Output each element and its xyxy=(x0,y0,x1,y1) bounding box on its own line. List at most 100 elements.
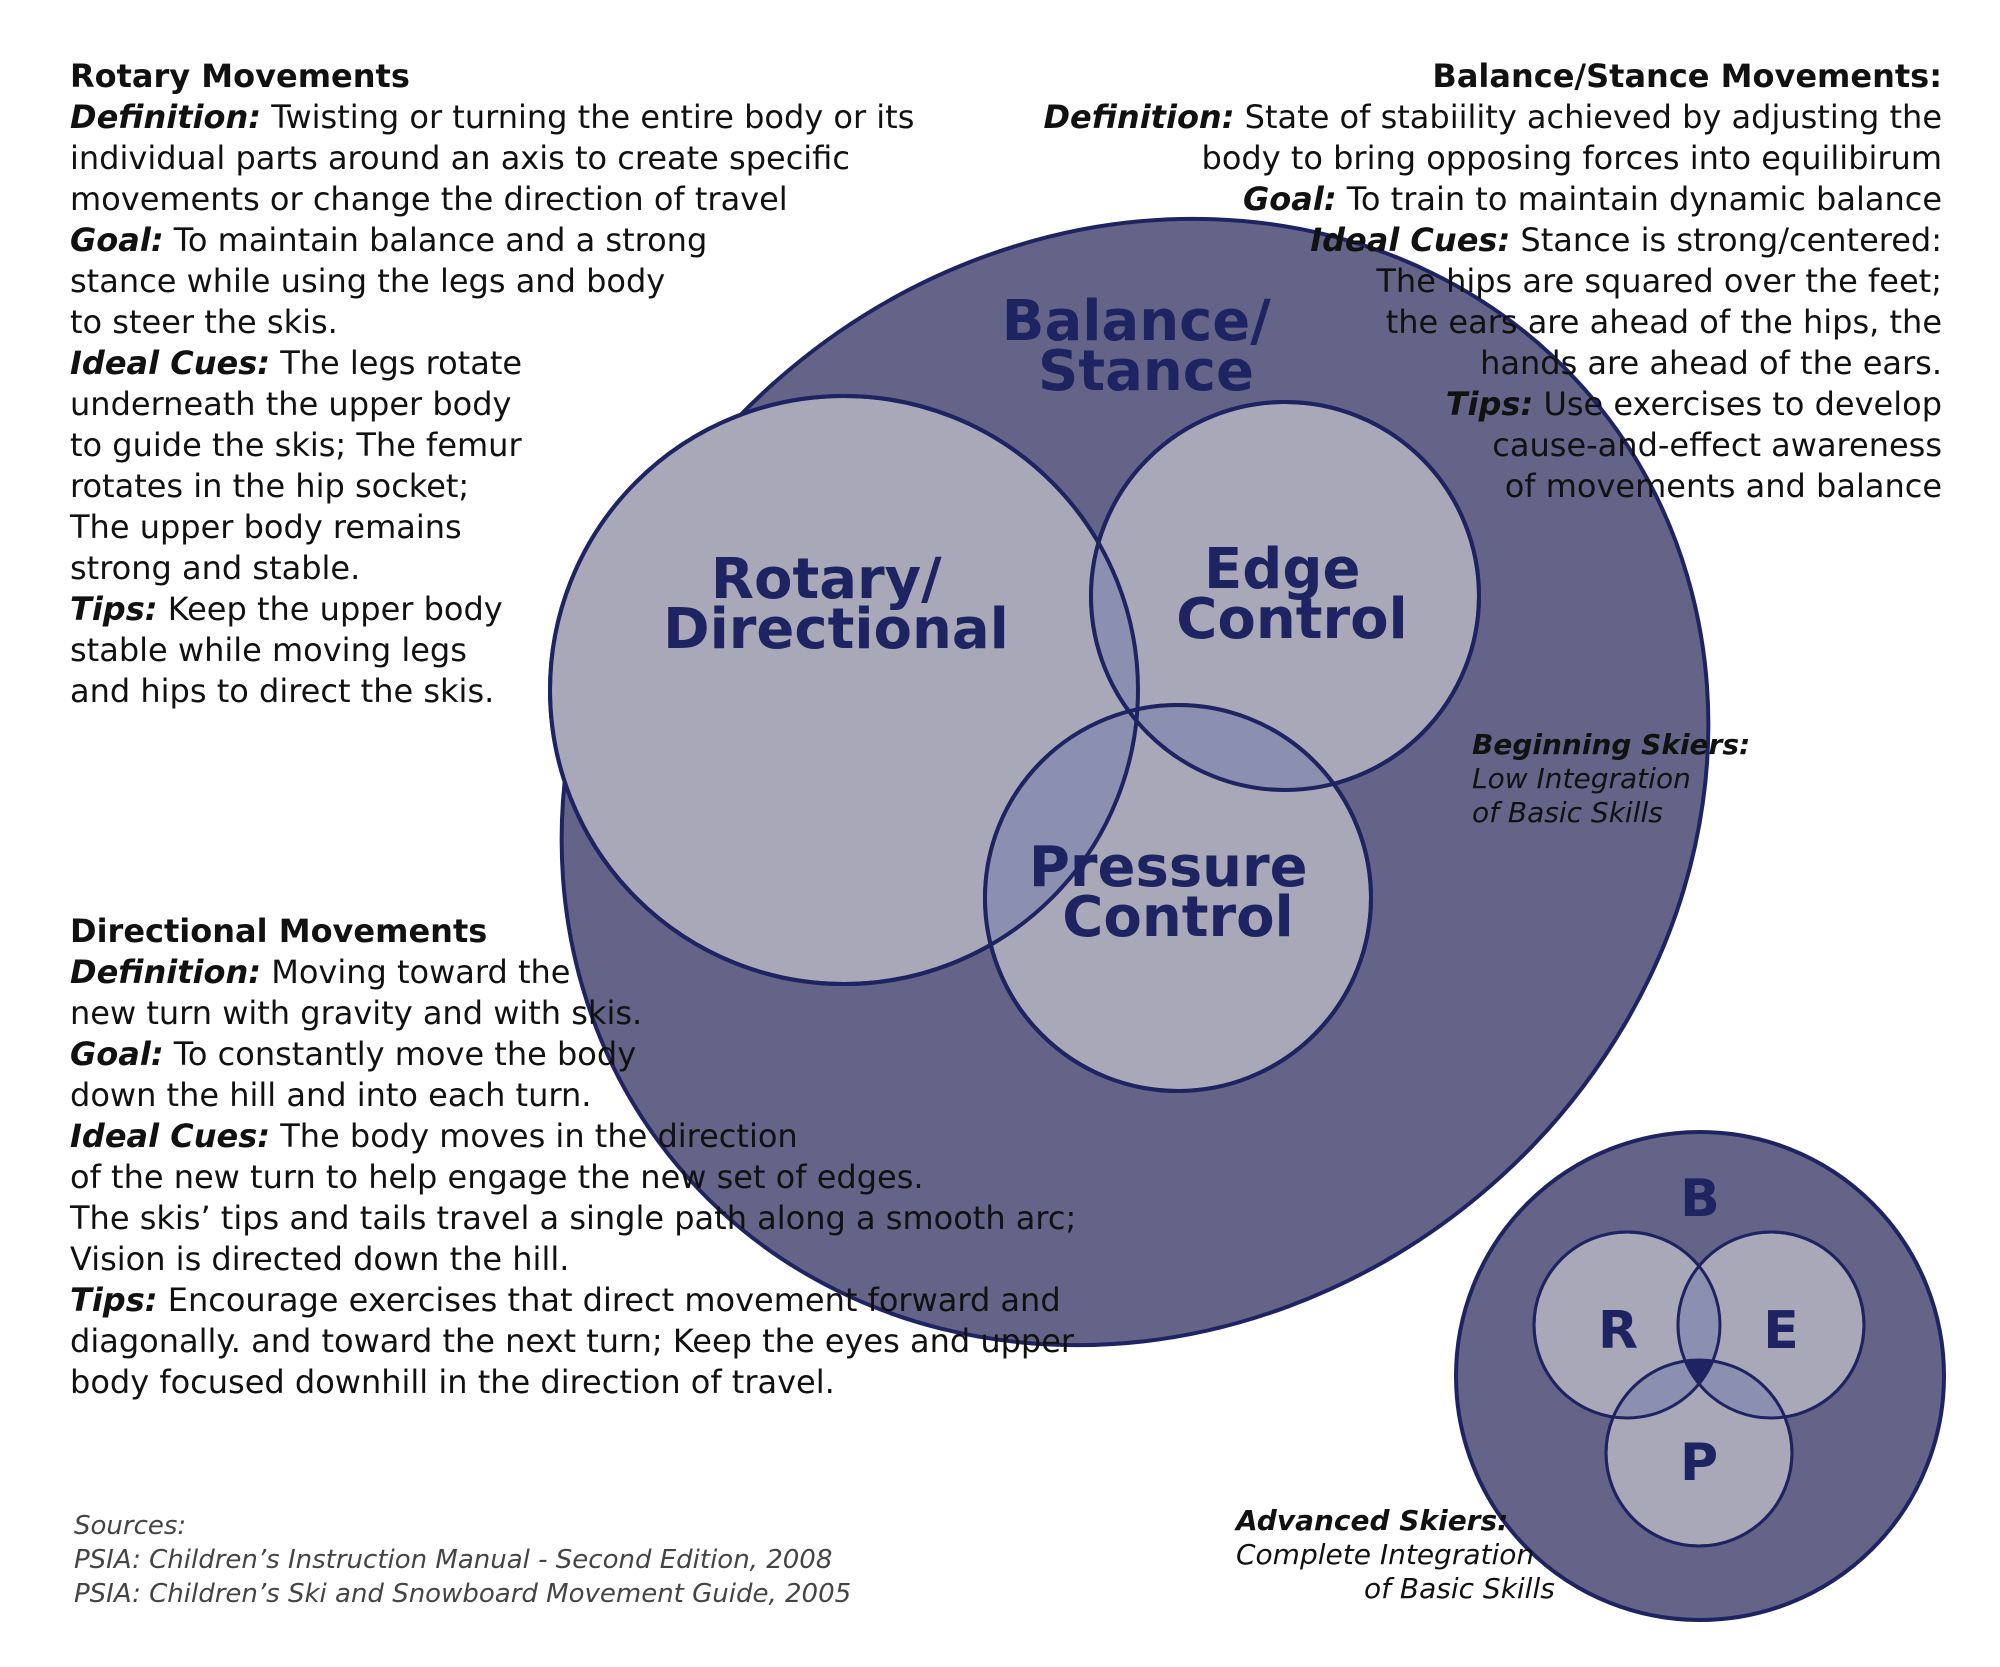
advanced-skiers-line: of Basic Skills xyxy=(1364,1572,1555,1605)
pressure-outline xyxy=(983,703,1373,1093)
body-text: to steer the skis. xyxy=(70,303,338,341)
body-text: Stance is strong/centered: xyxy=(1510,221,1942,259)
text-line: The upper body remains xyxy=(70,507,914,548)
text-line: underneath the upper body xyxy=(70,384,914,425)
sources-heading: Sources: xyxy=(74,1511,187,1541)
small-b-label: B xyxy=(1680,1169,1720,1229)
body-text: to guide the skis; The femur xyxy=(70,426,522,464)
body-text: To train to maintain dynamic balance xyxy=(1336,180,1942,218)
beginning-skiers-title: Beginning Skiers: xyxy=(1472,728,1751,761)
text-line: Vision is directed down the hill. xyxy=(70,1239,1076,1280)
small-rp-overlap xyxy=(1606,1360,1720,1418)
text-line: and hips to direct the skis. xyxy=(70,671,914,712)
text-line: Definition: State of stabiility achieved… xyxy=(1043,97,1942,138)
text-line: Definition: Moving toward the xyxy=(70,952,1076,993)
text-line: cause-and-effect awareness xyxy=(1043,425,1942,466)
body-text: of the new turn to help engage the new s… xyxy=(70,1158,924,1196)
text-line: Goal: To constantly move the body xyxy=(70,1034,1076,1075)
pressure-control-label: Pressure Control xyxy=(1029,835,1327,950)
text-line: down the hill and into each turn. xyxy=(70,1075,1076,1116)
body-text: stable while moving legs xyxy=(70,631,467,669)
keyword: Tips: xyxy=(70,590,158,628)
text-line: diagonally. and toward the next turn; Ke… xyxy=(70,1321,1076,1362)
advanced-skiers-line: Complete Integration xyxy=(1236,1538,1535,1571)
text-line: Goal: To maintain balance and a strong xyxy=(70,220,914,261)
body-text: The legs rotate xyxy=(270,344,523,382)
balance-stance-label: Balance/ Stance xyxy=(1002,289,1290,404)
balance-stance-movements-title: Balance/Stance Movements: xyxy=(1432,57,1942,95)
text-line: to steer the skis. xyxy=(70,302,914,343)
rotary-movements-text: Rotary Movements Definition: Twisting or… xyxy=(70,56,914,712)
rotary-movements-title: Rotary Movements xyxy=(70,57,410,95)
text-line: strong and stable. xyxy=(70,548,914,589)
text-line: The skis’ tips and tails travel a single… xyxy=(70,1198,1076,1239)
small-edge-outline xyxy=(1676,1230,1866,1420)
text-line: Ideal Cues: Stance is strong/centered: xyxy=(1043,220,1942,261)
body-text: body to bring opposing forces into equil… xyxy=(1201,139,1943,177)
body-text: Moving toward the xyxy=(261,953,571,991)
text-line: the ears are ahead of the hips, the xyxy=(1043,302,1942,343)
body-text: the ears are ahead of the hips, the xyxy=(1385,303,1942,341)
edge-control-label: Edge Control xyxy=(1176,537,1408,652)
text-line: movements or change the direction of tra… xyxy=(70,179,914,220)
body-text: Encourage exercises that direct movement… xyxy=(157,1281,1061,1319)
text-line: hands are ahead of the ears. xyxy=(1043,343,1942,384)
balance-stance-movements-text: Balance/Stance Movements: Definition: St… xyxy=(1043,56,1942,507)
text-line: The hips are squared over the feet; xyxy=(1043,261,1942,302)
text-line: to guide the skis; The femur xyxy=(70,425,914,466)
body-text: body focused downhill in the direction o… xyxy=(70,1363,835,1401)
body-text: The body moves in the direction xyxy=(270,1117,798,1155)
body-text: of movements and balance xyxy=(1504,467,1942,505)
keyword: Tips: xyxy=(1445,385,1534,423)
body-text: To maintain balance and a strong xyxy=(163,221,708,259)
body-text: cause-and-effect awareness xyxy=(1492,426,1942,464)
text-line: Tips: Keep the upper body xyxy=(70,589,914,630)
directional-movements-title: Directional Movements xyxy=(70,912,488,950)
body-text: diagonally. and toward the next turn; Ke… xyxy=(70,1322,1075,1360)
body-text: new turn with gravity and with skis. xyxy=(70,994,643,1032)
body-text: Use exercises to develop xyxy=(1533,385,1942,423)
source-item: PSIA: Children’s Instruction Manual - Se… xyxy=(74,1545,833,1575)
text-line: Tips: Encourage exercises that direct mo… xyxy=(70,1280,1076,1321)
beginning-skiers-line: Low Integration xyxy=(1472,762,1691,795)
text-line: of the new turn to help engage the new s… xyxy=(70,1157,1076,1198)
advanced-skiers-caption: Advanced Skiers: Complete Integration of… xyxy=(1236,1504,1555,1606)
text-line: stance while using the legs and body xyxy=(70,261,914,302)
body-text: individual parts around an axis to creat… xyxy=(70,139,850,177)
small-rotary-outline xyxy=(1532,1230,1722,1420)
keyword: Definition: xyxy=(1043,98,1235,136)
body-text: The hips are squared over the feet; xyxy=(1376,262,1942,300)
text-line: body focused downhill in the direction o… xyxy=(70,1362,1076,1403)
body-text: To constantly move the body xyxy=(163,1035,637,1073)
rotary-outline xyxy=(548,394,1140,986)
text-line: Definition: Twisting or turning the enti… xyxy=(70,97,914,138)
body-text: underneath the upper body xyxy=(70,385,512,423)
text-line: body to bring opposing forces into equil… xyxy=(1043,138,1943,179)
text-line: Goal: To train to maintain dynamic balan… xyxy=(1043,179,1942,220)
body-text: rotates in the hip socket; xyxy=(70,467,470,505)
text-line: individual parts around an axis to creat… xyxy=(70,138,914,179)
sources: Sources: PSIA: Children’s Instruction Ma… xyxy=(74,1509,851,1611)
keyword: Definition: xyxy=(70,953,262,991)
keyword: Goal: xyxy=(70,221,164,259)
keyword: Goal: xyxy=(1243,180,1337,218)
keyword: Tips: xyxy=(70,1281,158,1319)
body-text: Vision is directed down the hill. xyxy=(70,1240,570,1278)
text-line: stable while moving legs xyxy=(70,630,914,671)
body-text: stance while using the legs and body xyxy=(70,262,666,300)
body-text: down the hill and into each turn. xyxy=(70,1076,592,1114)
small-pressure-outline xyxy=(1604,1358,1794,1548)
body-text: movements or change the direction of tra… xyxy=(70,180,788,218)
keyword: Definition: xyxy=(70,98,262,136)
body-text: The skis’ tips and tails travel a single… xyxy=(70,1199,1077,1237)
text-line: of movements and balance xyxy=(1043,466,1942,507)
body-text: hands are ahead of the ears. xyxy=(1480,344,1942,382)
body-text: and hips to direct the skis. xyxy=(70,672,495,710)
keyword: Ideal Cues: xyxy=(1310,221,1511,259)
beginning-skiers-line: of Basic Skills xyxy=(1472,796,1663,829)
text-line: Tips: Use exercises to develop xyxy=(1043,384,1942,425)
small-e-label: E xyxy=(1763,1301,1799,1361)
rotary-pressure-overlap xyxy=(985,705,1138,984)
keyword: Goal: xyxy=(70,1035,164,1073)
directional-movements-text: Directional Movements Definition: Moving… xyxy=(70,911,1076,1403)
